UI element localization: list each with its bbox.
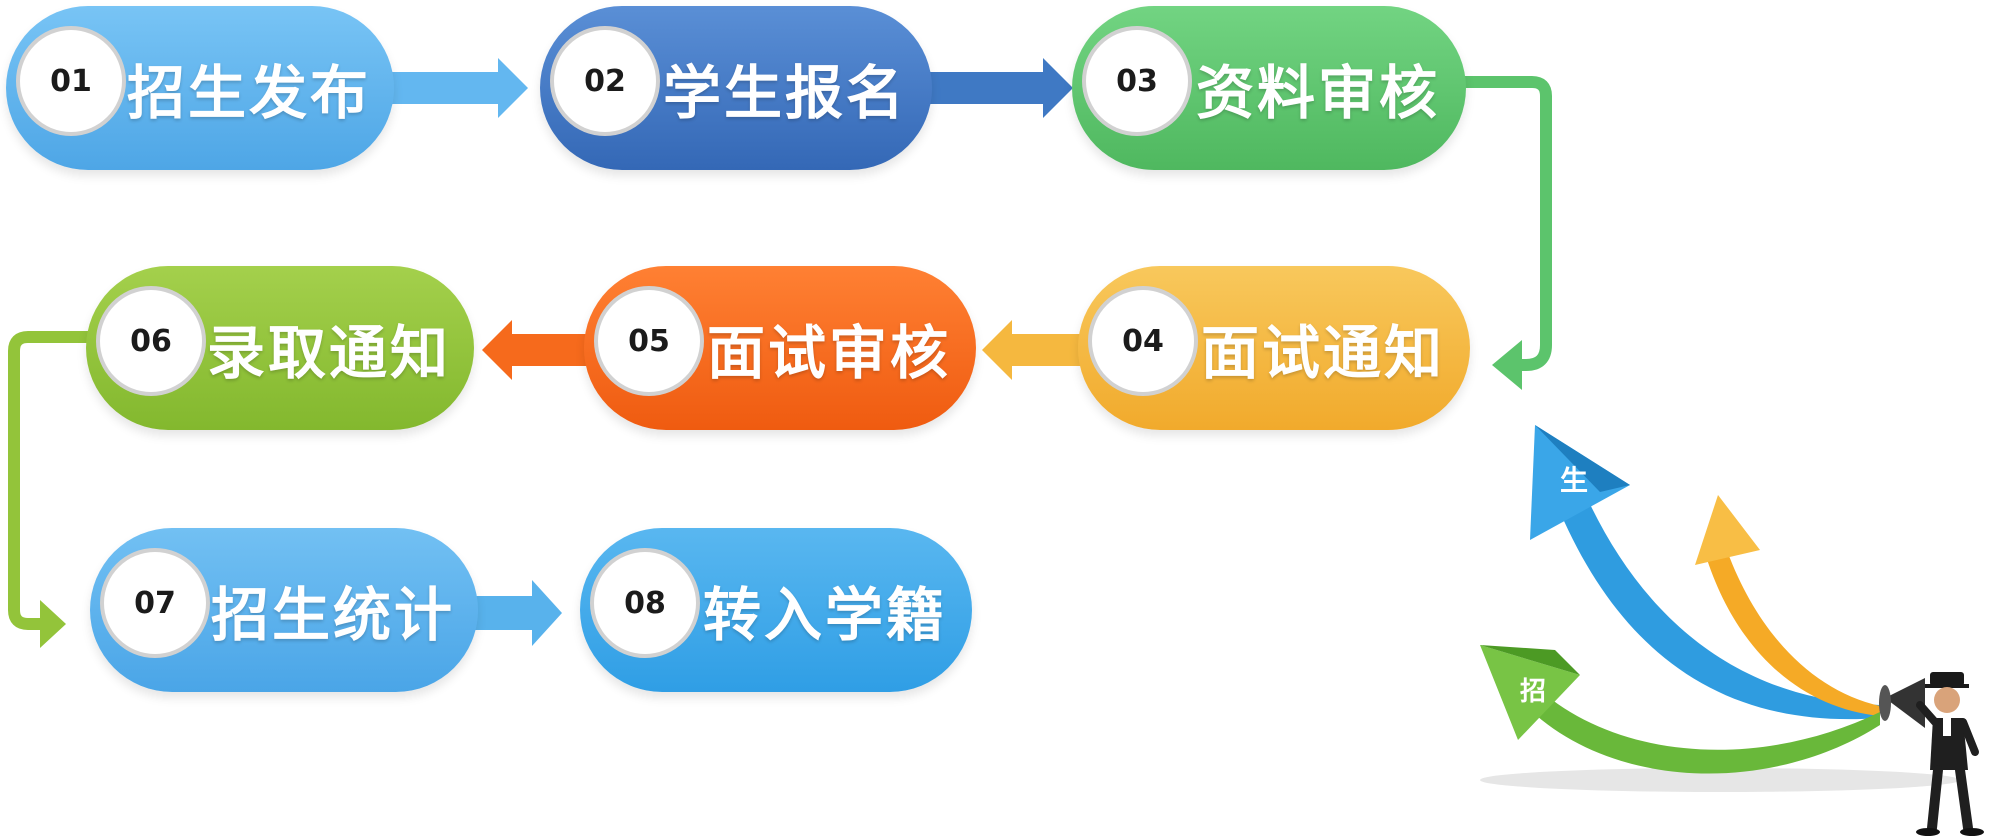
step-number: 01 bbox=[16, 26, 126, 136]
step-number: 08 bbox=[590, 548, 700, 658]
step-02: 02 学生报名 bbox=[540, 6, 932, 170]
step-label: 录取通知 bbox=[206, 319, 451, 387]
step-07: 07 招生统计 bbox=[90, 528, 478, 692]
step-label: 招生统计 bbox=[210, 581, 455, 649]
step-number: 02 bbox=[550, 26, 660, 136]
connector-7-8 bbox=[470, 580, 562, 646]
step-label: 转入学籍 bbox=[702, 581, 947, 649]
step-01: 01 招生发布 bbox=[6, 6, 394, 170]
ground-shadow bbox=[1480, 768, 1960, 792]
step-label: 学生报名 bbox=[662, 59, 907, 127]
step-08: 08 转入学籍 bbox=[580, 528, 972, 692]
megaphone-person-icon bbox=[1879, 672, 1984, 836]
step-number: 07 bbox=[100, 548, 210, 658]
connector-1-2 bbox=[390, 58, 528, 118]
arrow-label-sheng: 生 bbox=[1560, 464, 1588, 497]
step-number: 04 bbox=[1088, 286, 1198, 396]
connector-3-4 bbox=[1462, 76, 1552, 390]
connector-2-3 bbox=[930, 58, 1073, 118]
step-label: 招生发布 bbox=[126, 59, 371, 127]
step-number: 05 bbox=[594, 286, 704, 396]
green-arrow-icon bbox=[1480, 645, 1880, 774]
step-label: 面试审核 bbox=[706, 319, 951, 387]
step-label: 面试通知 bbox=[1200, 319, 1445, 387]
step-number: 06 bbox=[96, 286, 206, 396]
step-03: 03 资料审核 bbox=[1072, 6, 1466, 170]
step-06: 06 录取通知 bbox=[86, 266, 474, 430]
step-05: 05 面试审核 bbox=[584, 266, 976, 430]
step-number: 03 bbox=[1082, 26, 1192, 136]
step-04: 04 面试通知 bbox=[1078, 266, 1470, 430]
arrow-label-zhao: 招 bbox=[1520, 677, 1546, 707]
blue-arrow-icon bbox=[1530, 425, 1880, 720]
orange-arrow-icon bbox=[1695, 495, 1880, 716]
connector-6-7 bbox=[8, 331, 100, 648]
step-label: 资料审核 bbox=[1195, 59, 1440, 127]
